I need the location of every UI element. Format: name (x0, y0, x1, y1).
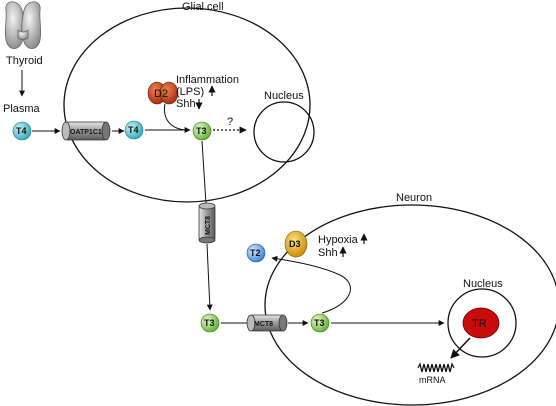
t4-molecule-glial (124, 120, 144, 140)
neuron-membrane (264, 204, 556, 406)
tr-label: TR (472, 318, 487, 330)
neuron-regulator-shh: Shh (318, 247, 338, 259)
neuron-nucleus (447, 288, 517, 358)
unknown-pathway-label: ? (227, 116, 233, 128)
t3-exit-line (201, 140, 207, 205)
tr-receptor (462, 307, 500, 339)
t2-molecule (246, 243, 266, 263)
glial-regulator-lps: (LPS) (176, 86, 204, 98)
tr-to-mrna-arrow (450, 337, 471, 359)
d2-enzyme (147, 81, 179, 105)
glial-cell-membrane (63, 7, 311, 203)
t4-label-glial: T4 (128, 125, 139, 135)
t3-label-extracellular: T3 (204, 318, 215, 328)
glial-regulator-inflammation: Inflammation (176, 74, 239, 86)
glial-nucleus (253, 101, 315, 163)
oatp1c1-transporter (61, 121, 111, 141)
t3-molecule-extracellular (200, 313, 220, 333)
mct8-to-extracellular-t3-arrow (206, 243, 213, 311)
t3-molecule-neuron (310, 313, 330, 333)
glial-regulator-shh: Shh (176, 98, 196, 110)
t3-label-glial: T3 (196, 126, 207, 136)
mct8-label-glial: MCT8 (205, 216, 212, 235)
d3-enzyme (284, 230, 308, 258)
neuron-regulator-hypoxia: Hypoxia (318, 234, 359, 246)
t3-molecule-glial (192, 121, 212, 141)
mct8-label-neuron: MCT8 (254, 321, 273, 328)
t3-to-t2-degradation-arrow (271, 255, 351, 314)
mct8-transporter-neuron (246, 314, 288, 332)
neuron-nucleus-label: Nucleus (463, 278, 503, 290)
plasma-label: Plasma (3, 103, 41, 115)
mrna-strand (417, 362, 455, 373)
mct8-transporter-glial (198, 202, 216, 244)
t4-label-plasma: T4 (16, 126, 27, 136)
mrna-label: mRNA (419, 375, 446, 385)
thyroid-icon (4, 1, 42, 49)
glial-nucleus-label: Nucleus (264, 90, 304, 102)
thyroid-label: Thyroid (6, 55, 43, 67)
oatp1c1-label: OATP1C1 (70, 129, 102, 136)
t3-label-neuron: T3 (314, 318, 325, 328)
d2-catalysis-curve (163, 103, 189, 131)
d3-label: D3 (289, 239, 301, 249)
neuron-label: Neuron (396, 192, 432, 204)
t2-label: T2 (250, 248, 261, 258)
t4-molecule-plasma (12, 121, 32, 141)
d2-label: D2 (154, 88, 168, 100)
glial-cell-label: Glial cell (182, 1, 224, 13)
